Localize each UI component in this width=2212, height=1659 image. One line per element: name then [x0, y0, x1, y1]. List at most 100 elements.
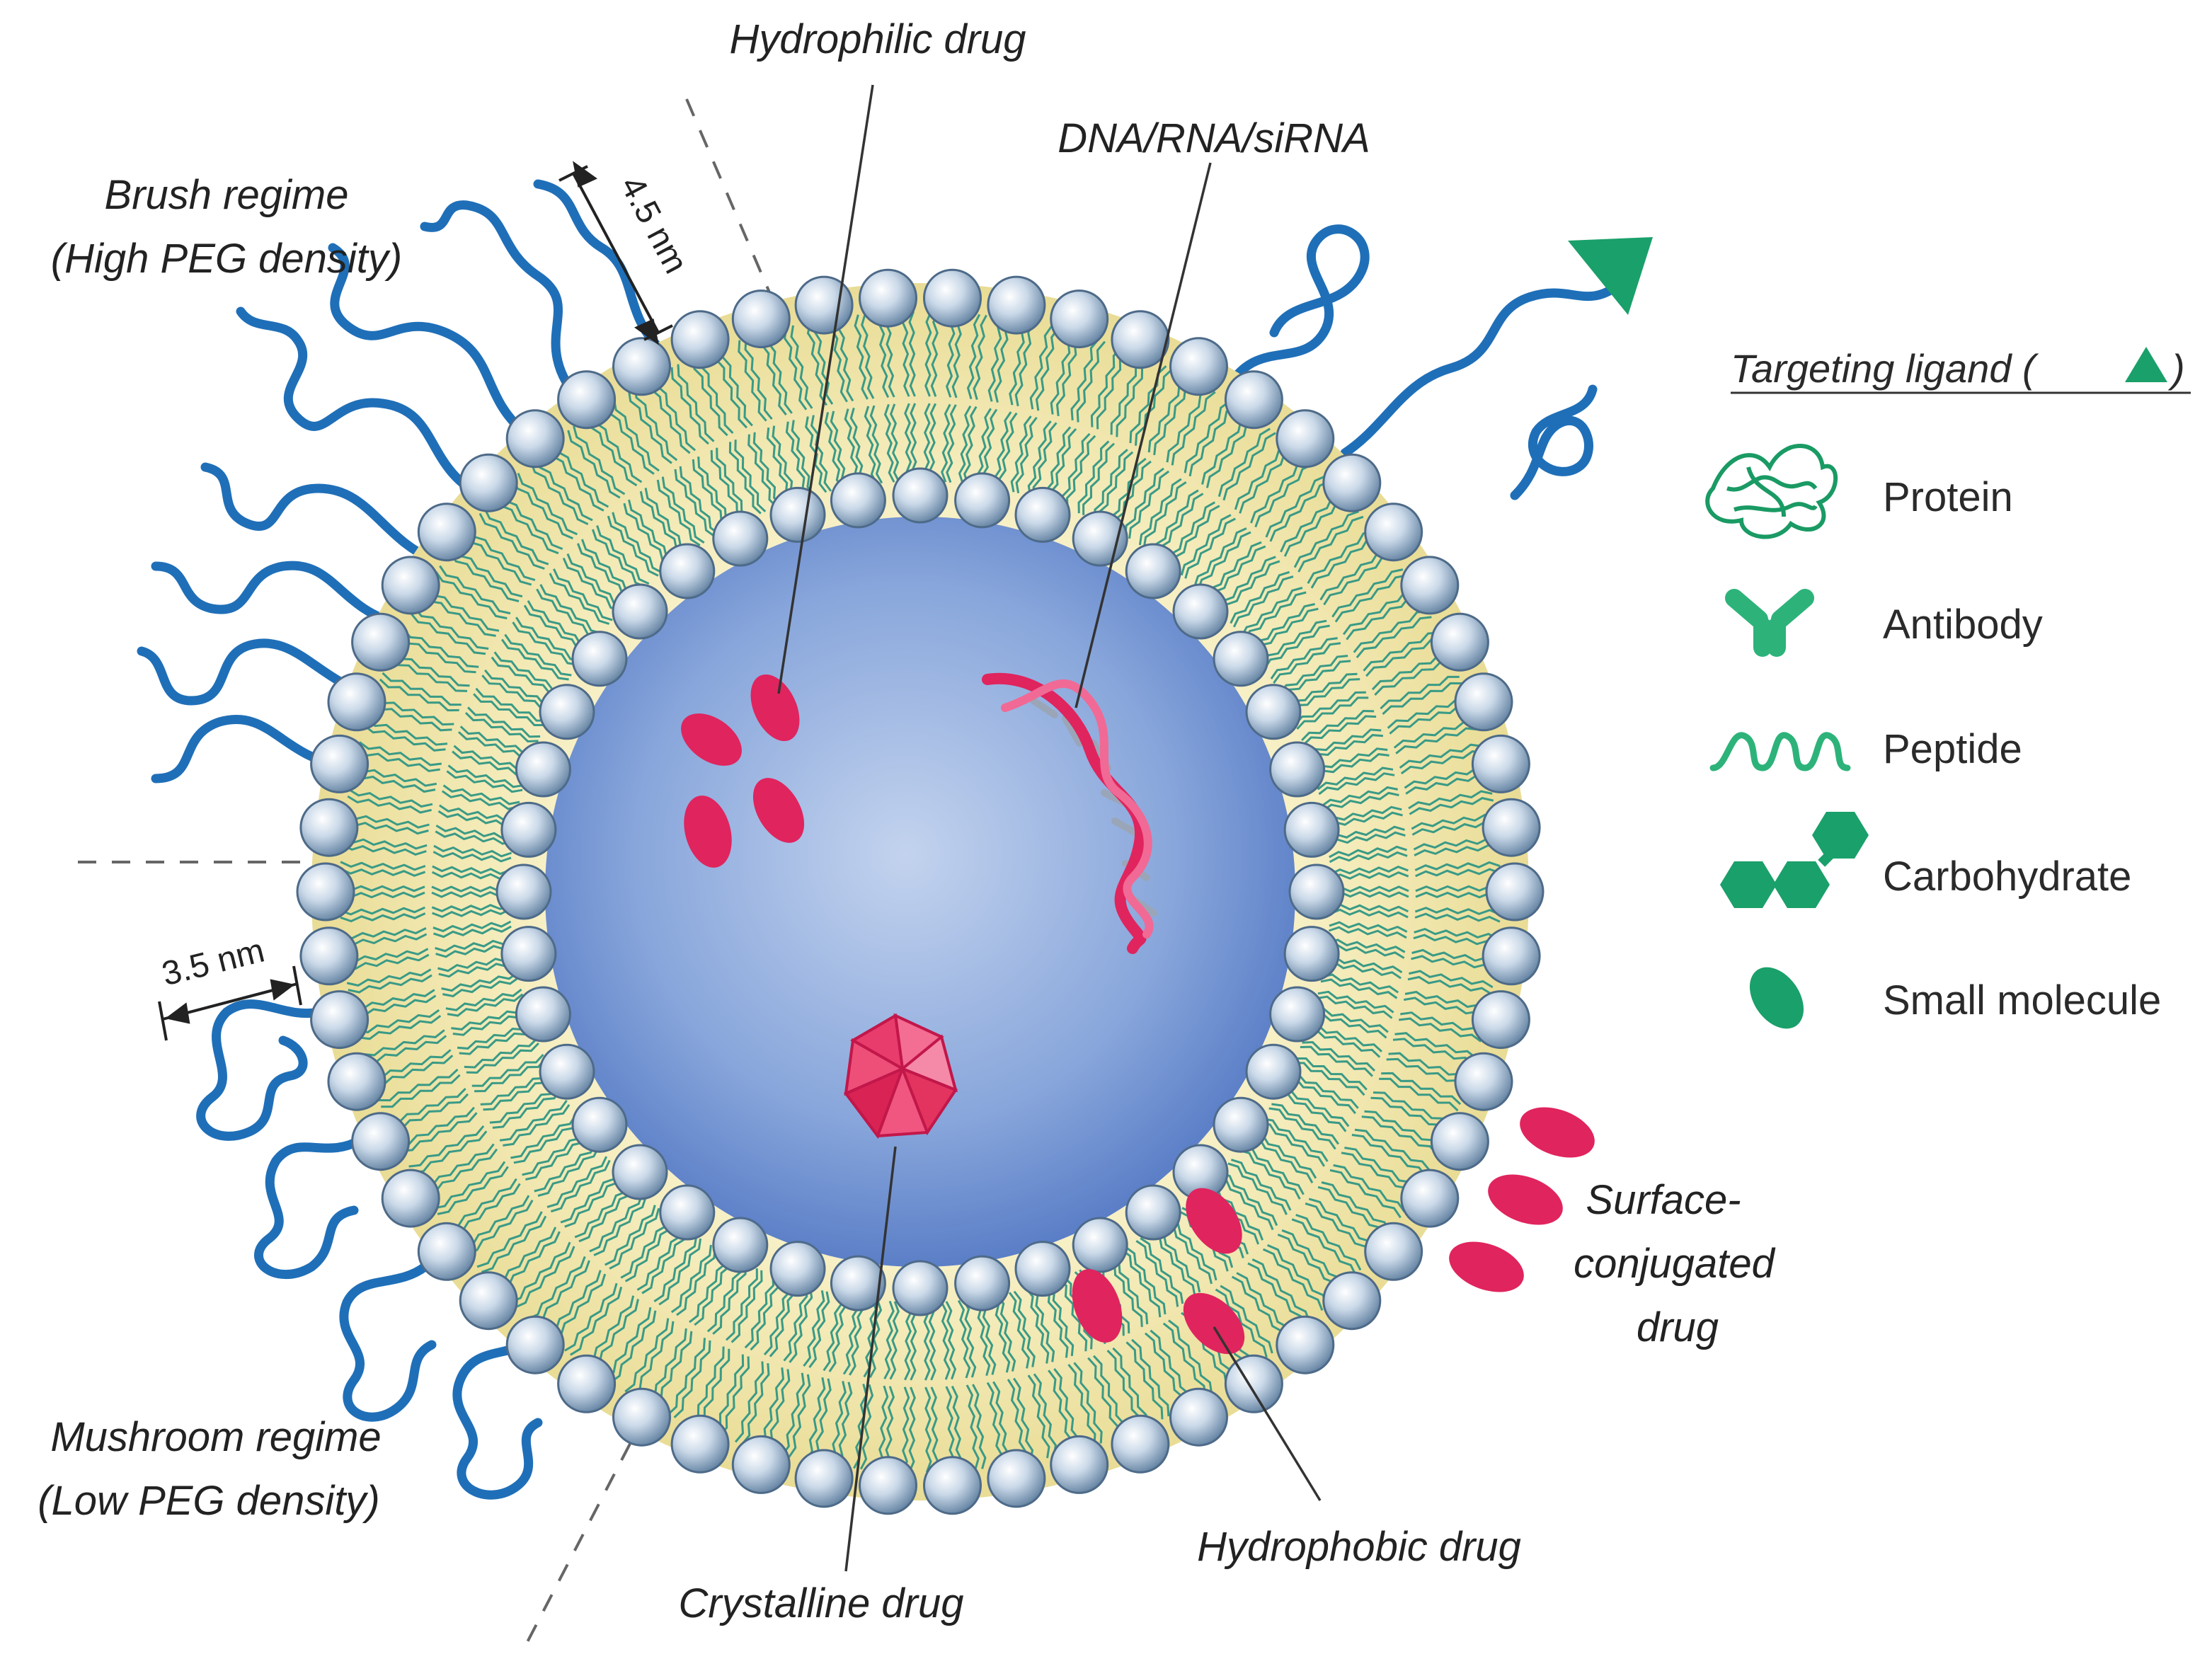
lipid-tail [1351, 1134, 1427, 1177]
lipid-tail [452, 750, 527, 776]
lipid-tail [1150, 1230, 1196, 1296]
lipid-tail [1116, 358, 1152, 437]
lipid-tail [1197, 531, 1251, 590]
lipid-tail [1386, 1057, 1467, 1089]
lipid-tail [869, 405, 883, 484]
lipid-tail [1414, 844, 1500, 856]
lipid-tail [432, 908, 511, 919]
legend: Targeting ligand ( ) Protein Antibody Pe… [1705, 346, 2191, 1029]
lipid-tail [963, 406, 978, 485]
lipid-head [659, 1184, 716, 1241]
lipid-tail [1382, 682, 1462, 716]
lipid-tail [446, 770, 523, 793]
lipid-tail [1414, 907, 1501, 916]
lipid-tail [459, 1026, 534, 1055]
lipid-tail [1094, 449, 1128, 521]
lipid-head [954, 472, 1011, 529]
lipid-tail [923, 1302, 931, 1381]
lipid-tail [373, 694, 454, 726]
lipid-tail [1317, 990, 1394, 1014]
lipid-tail [1188, 403, 1237, 477]
lipid-tail [653, 1235, 698, 1302]
lipid-tail [1153, 489, 1199, 555]
lipid-tail [1330, 871, 1409, 880]
lipid-tail [1193, 527, 1247, 587]
lipid-tail [824, 412, 844, 490]
lipid-tail [534, 456, 593, 522]
lipid-tail [1295, 1214, 1362, 1271]
carbohydrate-icon [1720, 812, 1869, 908]
lipid-tail [904, 1302, 912, 1381]
lipid-head [296, 862, 355, 922]
lipid-tail [471, 1053, 544, 1087]
lipid-tail [351, 771, 436, 793]
lipid-tail [564, 1282, 618, 1352]
brush-regime-sublabel: (High PEG density) [51, 236, 402, 282]
lipid-tail [593, 1196, 647, 1256]
lipid-tail [1278, 655, 1348, 695]
lipid-tail [1025, 1287, 1050, 1364]
lipid-tail [467, 526, 536, 582]
lipid-tail [1140, 1237, 1184, 1304]
lipid-tail [432, 920, 512, 933]
lipid-head [1400, 1169, 1460, 1228]
lipid-tail [433, 925, 512, 938]
lipid-head [892, 467, 949, 524]
lipid-head [1364, 1222, 1423, 1281]
lipid-tail [435, 570, 508, 620]
lipid-tail [1314, 753, 1389, 779]
lipid-tail [586, 415, 638, 487]
lipid-tail [1306, 1029, 1381, 1058]
lipid-tail [1112, 1347, 1147, 1427]
legend-label-carbohydrate: Carbohydrate [1883, 854, 2131, 900]
lipid-tail [1407, 975, 1492, 995]
lipid-tail [1215, 1288, 1268, 1358]
lipid-tail [1364, 1110, 1442, 1149]
lipid-tail [627, 389, 672, 464]
lipid-tail [830, 411, 849, 488]
lipid-tail [515, 616, 581, 662]
lipid-tail [340, 927, 427, 940]
lipid-tail [658, 1238, 702, 1306]
lipid-tail [467, 706, 541, 738]
lipid-tail [1415, 868, 1501, 878]
lipid-tail [457, 1021, 532, 1050]
lipid-tail [1033, 1373, 1057, 1457]
lipid-tail [459, 725, 534, 754]
lipid-tail [716, 447, 750, 519]
lipid-head [923, 268, 982, 328]
lipid-tail [1313, 1007, 1389, 1033]
lipid-tail [344, 813, 430, 829]
lipid-tail [1321, 1181, 1392, 1233]
lipid-tail [583, 1295, 635, 1367]
lipid-tail [410, 612, 486, 655]
lipid-tail [966, 314, 981, 400]
lipid-tail [1318, 772, 1395, 796]
lipid-tail [670, 1244, 712, 1314]
lipid-tail [445, 988, 522, 1011]
lipid-tail [1096, 349, 1129, 430]
lipid-tail [1013, 1377, 1034, 1462]
lipid-tail [481, 674, 553, 711]
lipid-tail [489, 1084, 559, 1124]
lipid-tail [348, 788, 433, 808]
aqueous-core [545, 517, 1295, 1267]
lipid-tail [1329, 851, 1408, 863]
lipid-head [923, 1456, 982, 1515]
lipid-head [1454, 672, 1513, 732]
lipid-tail [433, 1161, 506, 1210]
lipid-tail [1065, 435, 1096, 509]
lipid-tail [1073, 1362, 1103, 1444]
lipid-tail [752, 432, 782, 507]
lipid-tail [1387, 698, 1468, 729]
lipid-tail [741, 1362, 770, 1445]
lipid-tail [435, 938, 513, 953]
lipid-tail [1380, 675, 1460, 710]
lipid-tail [433, 844, 512, 858]
lipid-tail [940, 1301, 951, 1380]
lipid-tail [566, 553, 625, 609]
lipid-tail [412, 1130, 488, 1174]
lipid-tail [1125, 1246, 1167, 1315]
lipid-tail [365, 1035, 447, 1063]
lipid-tail [1354, 1128, 1431, 1171]
